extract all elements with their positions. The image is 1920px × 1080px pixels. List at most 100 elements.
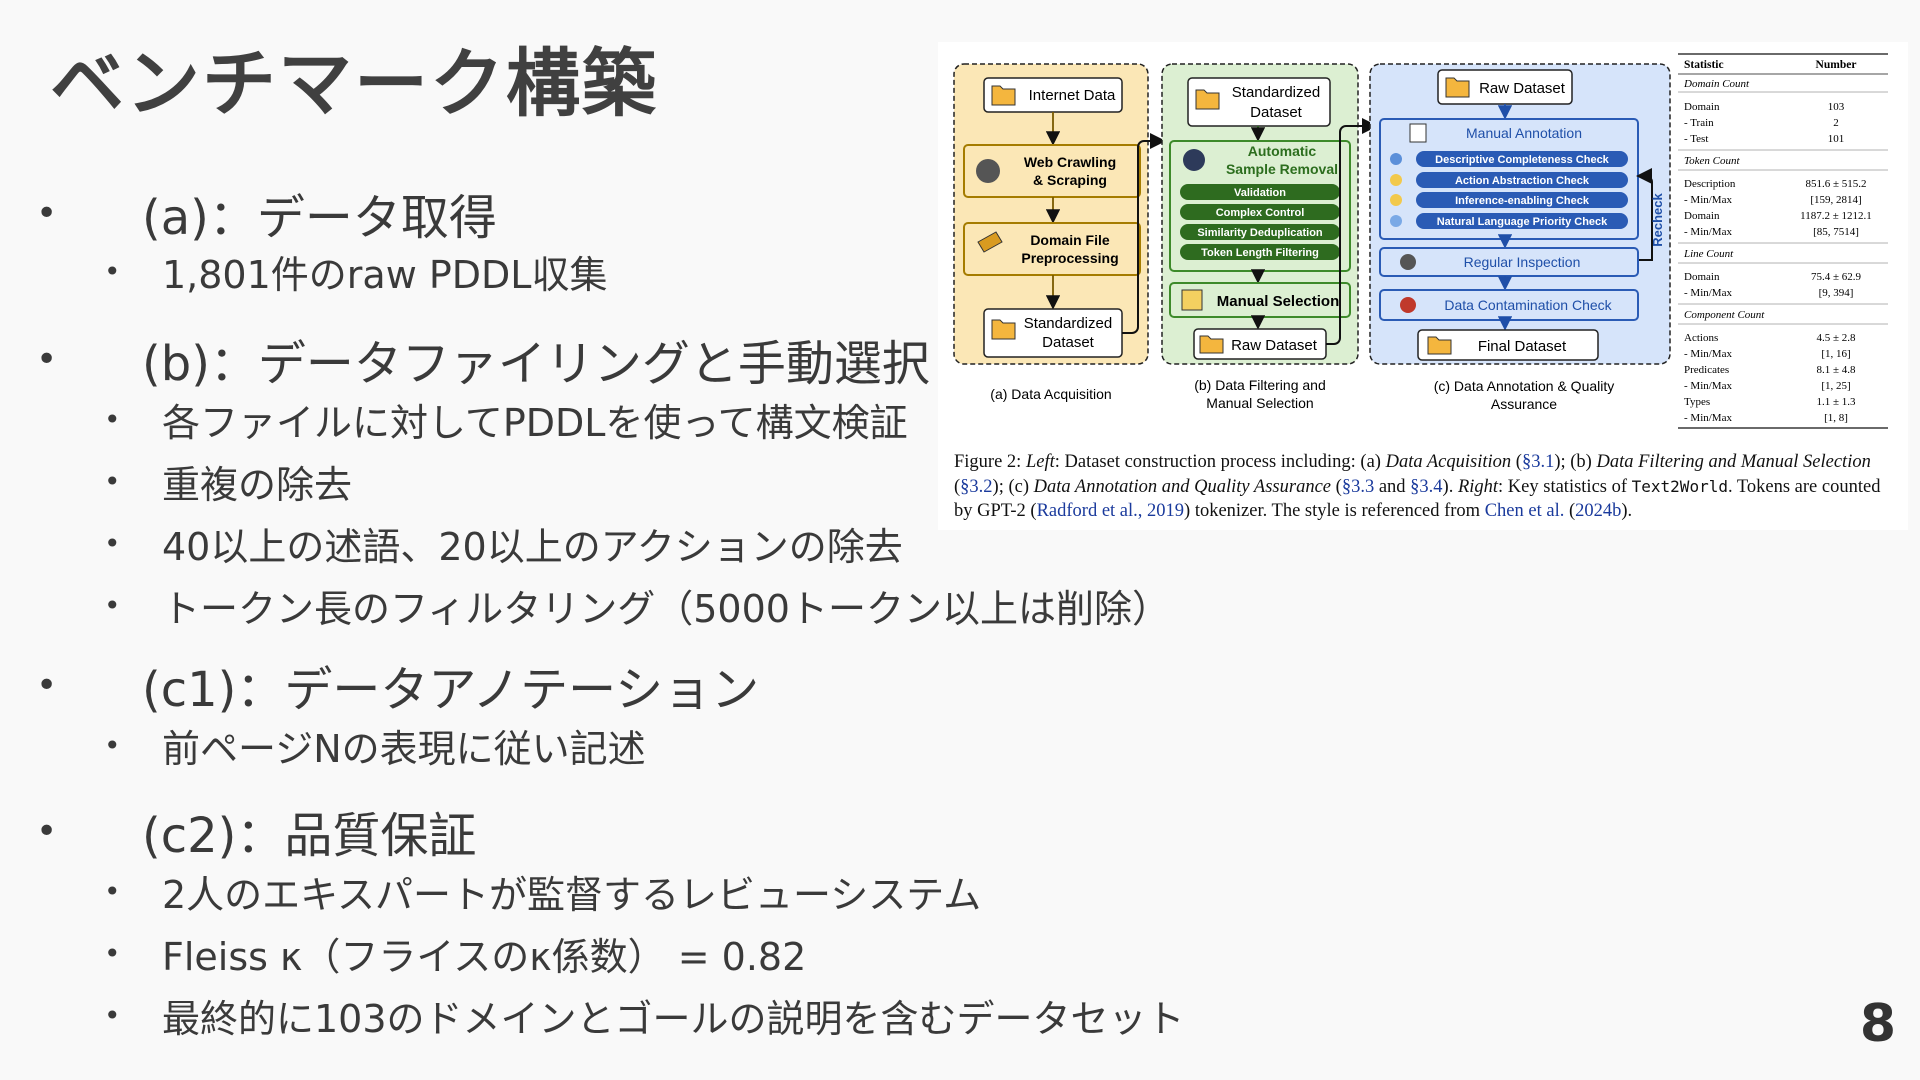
globe-icon <box>1390 215 1402 227</box>
stats-row-value: [1, 8] <box>1824 412 1848 424</box>
stats-row-label: Domain <box>1684 210 1720 222</box>
folder-icon <box>991 319 1016 340</box>
standardized-dataset-b: Standardized Dataset <box>1187 77 1331 127</box>
stats-section-title: Component Count <box>1684 309 1765 321</box>
caption-right: Right <box>1457 476 1499 497</box>
domain-file-box: Domain File Preprocessing <box>963 222 1141 276</box>
bullet-label: (a)：データ取得 <box>142 190 497 246</box>
stats-row-label: Predicates <box>1684 364 1729 376</box>
pill-inference <box>1416 192 1628 208</box>
stats-row-label: - Min/Max <box>1684 226 1732 238</box>
caption-filt: Data Filtering and Manual Selection <box>1596 452 1871 472</box>
caption-text: ); (b) <box>1554 452 1597 472</box>
bullet-dot-icon: • <box>36 664 58 706</box>
sub-bullet: •1,801件のraw PDDL収集 <box>104 244 607 299</box>
stats-row-value: 1.1 ± 1.3 <box>1816 396 1856 408</box>
final-dataset-box: Final Dataset <box>1417 329 1599 361</box>
sub-bullet-text: 最終的に103のドメインとゴールの説明を含むデータセット <box>162 997 1185 1041</box>
stats-row-value: [1, 16] <box>1821 348 1850 360</box>
figure-panel: Internet Data Web Crawling & Scraping Do… <box>938 42 1908 530</box>
stats-row-label: Description <box>1684 178 1736 190</box>
caption-link-chen-year[interactable]: 2024b <box>1575 501 1622 521</box>
automatic-removal-box: Automatic Sample Removal Validation Comp… <box>1169 140 1351 272</box>
regular-inspection-box: Regular Inspection <box>1379 247 1639 277</box>
pill-inference-label: Inference-enabling Check <box>1455 195 1590 207</box>
stats-row-label: Domain <box>1684 271 1720 283</box>
caption-left: Left <box>1025 452 1055 472</box>
caption-text: ( <box>1564 501 1576 521</box>
sample-removal-label: Sample Removal <box>1226 161 1338 177</box>
caption-text: ). <box>1621 501 1633 521</box>
stats-row-label: - Train <box>1684 117 1714 129</box>
contamination-check-box: Data Contamination Check <box>1379 289 1639 321</box>
spider-icon <box>976 159 1000 183</box>
manual-annotation-box: Manual Annotation Descriptive Completene… <box>1379 118 1639 240</box>
raw-dataset-c: Raw Dataset <box>1437 69 1573 105</box>
bullet-dot-icon: • <box>104 255 121 288</box>
figure-caption: Figure 2: Left: Dataset construction pro… <box>954 450 1899 524</box>
stats-row-value: 2 <box>1833 117 1839 129</box>
caption-link-section-3-4[interactable]: §3.4 <box>1410 476 1443 497</box>
folder-icon <box>1445 77 1470 98</box>
stats-row-value: [159, 2814] <box>1810 194 1861 206</box>
caption-link-chen[interactable]: Chen et al. <box>1484 501 1565 521</box>
scraping-label: & Scraping <box>1033 172 1107 188</box>
internet-data-box: Internet Data <box>983 77 1123 113</box>
domain-file-label: Domain File <box>1030 232 1110 248</box>
internet-data-label: Internet Data <box>1029 87 1116 104</box>
stats-row-label: - Min/Max <box>1684 380 1732 392</box>
stats-row-value: 1187.2 ± 1212.1 <box>1800 210 1872 222</box>
caption-text2world: Text2World <box>1631 476 1728 496</box>
caption-text: ); (c) <box>992 476 1034 497</box>
checklist-icon <box>1181 289 1203 311</box>
bullet-b: •(b)：データファイリングと手動選択 <box>36 324 930 394</box>
stats-row-value: 101 <box>1828 133 1845 145</box>
final-dataset-label: Final Dataset <box>1478 338 1567 355</box>
caption-link-radford[interactable]: Radford et al., 2019 <box>1036 501 1185 521</box>
bullet-dot-icon: • <box>104 589 121 622</box>
notes-icon <box>1390 194 1402 206</box>
caption-text: ). <box>1442 476 1458 497</box>
sub-bullet-text: 前ページNの表現に従い記述 <box>162 727 646 771</box>
caption-link-section-3-3[interactable]: §3.3 <box>1341 476 1375 497</box>
pill-natural-language <box>1416 213 1628 229</box>
bullet-dot-icon: • <box>36 338 58 380</box>
bullet-dot-icon: • <box>104 937 121 970</box>
lightbulb-icon <box>1390 174 1402 186</box>
bullet-dot-icon: • <box>104 729 121 762</box>
caption-link-section-3-2[interactable]: §3.2 <box>960 476 993 497</box>
blocks-icon <box>1390 153 1402 165</box>
robot-icon <box>1183 149 1205 171</box>
bullet-dot-icon: • <box>36 810 58 852</box>
sub-bullet: •2人のエキスパートが監督するレビューシステム <box>104 864 981 919</box>
no-entry-icon <box>1400 297 1416 313</box>
pill-action-abstraction <box>1416 172 1628 188</box>
bullet-dot-icon: • <box>104 465 121 498</box>
caption-text: ( <box>1331 476 1342 497</box>
sub-bullet-text: トークン長のフィルタリング（5000トークン以上は削除） <box>162 587 1170 631</box>
manual-annotation-label: Manual Annotation <box>1466 125 1582 141</box>
document-icon <box>1409 123 1427 143</box>
pill-token-filter <box>1180 244 1340 260</box>
raw-dataset-b: Raw Dataset <box>1193 328 1327 360</box>
bullet-dot-icon: • <box>104 527 121 560</box>
pipeline-diagram: Internet Data Web Crawling & Scraping Do… <box>953 53 1888 429</box>
panel-c-caption-1: (c) Data Annotation & Quality <box>1434 378 1615 394</box>
folder-icon <box>1427 336 1452 355</box>
caption-link-section-3-1[interactable]: §3.1 <box>1521 452 1555 472</box>
caption-annot: Data Annotation and Quality Assurance <box>1033 476 1332 497</box>
standardized-dataset-a: Standardized Dataset <box>983 308 1123 358</box>
sub-bullet: •40以上の述語、20以上のアクションの除去 <box>104 516 903 571</box>
pill-complex-control <box>1180 204 1340 220</box>
sub-bullet: • Fleiss κ（フライスのκ係数） = 0.82 <box>104 926 806 981</box>
stats-section-title: Token Count <box>1684 155 1740 167</box>
caption-text: and <box>1374 476 1411 497</box>
bullet-label: (c2)：品質保証 <box>142 808 477 864</box>
folder-icon <box>1195 89 1220 110</box>
stats-row-label: - Min/Max <box>1684 287 1732 299</box>
caption-text: : Dataset construction process including… <box>1054 452 1386 472</box>
manual-selection-label: Manual Selection <box>1217 293 1340 310</box>
sub-bullet-text: Fleiss κ（フライスのκ係数） = 0.82 <box>162 935 807 979</box>
page-number: 8 <box>1859 994 1896 1054</box>
stats-row-value: [1, 25] <box>1821 380 1850 392</box>
